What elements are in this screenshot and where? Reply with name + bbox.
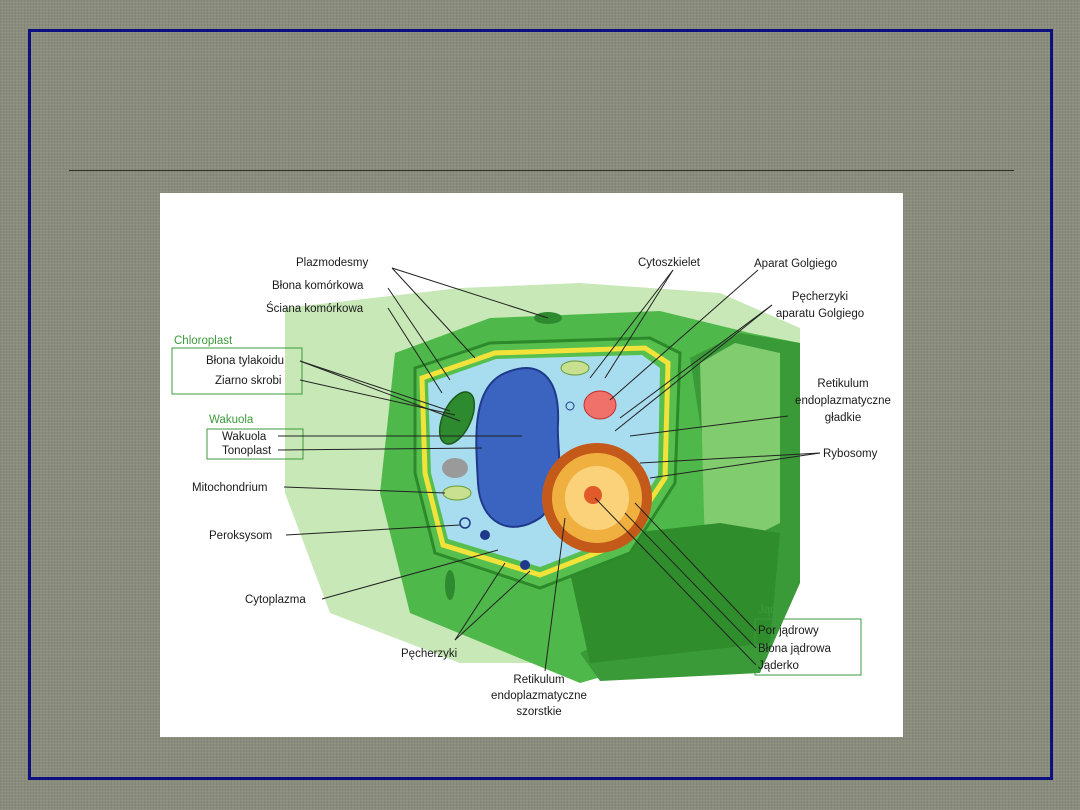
- label-cytoplazma: Cytoplazma: [245, 594, 306, 606]
- starch-grain: [442, 458, 468, 478]
- label-mitochondrium: Mitochondrium: [192, 482, 267, 494]
- label-retikulum-szorstkie-2: endoplazmatyczne: [491, 690, 587, 702]
- label-retikulum-gladkie-1: Retikulum: [817, 378, 868, 390]
- label-wakuola: Wakuola: [222, 431, 267, 443]
- label-sciana-komorkowa: Ściana komórkowa: [266, 302, 364, 315]
- label-retikulum-gladkie-2: endoplazmatyczne: [795, 395, 891, 407]
- mitochondrion: [442, 485, 472, 501]
- chloroplast-small: [445, 570, 455, 600]
- label-plazmodesmy: Plazmodesmy: [296, 257, 368, 269]
- label-blona-komorkowa: Błona komórkowa: [272, 280, 364, 292]
- vesicle-2: [520, 560, 530, 570]
- label-jadro-group: Jądro: [758, 604, 787, 616]
- nucleolus: [584, 486, 602, 504]
- leader-lines: [277, 267, 821, 672]
- plant-cell-diagram: Plazmodesmy Błona komórkowa Ściana komór…: [160, 193, 903, 737]
- label-peroksysom: Peroksysom: [209, 530, 272, 542]
- label-retikulum-szorstkie-3: szorstkie: [516, 706, 561, 718]
- cell-wall-lower: [570, 523, 780, 663]
- vesicle: [480, 530, 490, 540]
- label-jaderko: Jąderko: [758, 660, 799, 672]
- plant-cell-svg: Plazmodesmy Błona komórkowa Ściana komór…: [171, 257, 891, 718]
- label-chloroplast-group: Chloroplast: [174, 335, 233, 347]
- label-pecherzyki-golgi-2: aparatu Golgiego: [776, 308, 864, 320]
- label-blona-tylakoidu: Błona tylakoidu: [206, 355, 284, 367]
- cell-wall-side-highlight: [700, 343, 780, 563]
- vacuole-group-box: [206, 428, 304, 460]
- peroxisome: [459, 517, 471, 529]
- label-retikulum-szorstkie-1: Retikulum: [513, 674, 564, 686]
- label-wakuola-group: Wakuola: [209, 414, 254, 426]
- label-aparat-golgiego: Aparat Golgiego: [754, 258, 837, 270]
- label-blona-jadrowa: Błona jądrowa: [758, 643, 831, 655]
- label-ziarno-skrobi: Ziarno skrobi: [215, 375, 281, 387]
- mitochondrion-2: [560, 360, 590, 376]
- label-pecherzyki-golgi-1: Pęcherzyki: [792, 291, 848, 303]
- label-retikulum-gladkie-3: gładkie: [825, 412, 861, 424]
- chloroplast-group-box: [171, 347, 303, 395]
- label-rybosomy: Rybosomy: [823, 448, 878, 460]
- slide-frame: [28, 29, 1053, 780]
- label-tonoplast: Tonoplast: [222, 445, 272, 457]
- vacuole: [475, 367, 561, 528]
- title-divider-line: [69, 170, 1014, 171]
- vesicle-3: [565, 401, 575, 411]
- label-por-jadrowy: Por jądrowy: [758, 625, 819, 637]
- golgi-apparatus: [583, 390, 617, 420]
- label-pecherzyki: Pęcherzyki: [401, 648, 457, 660]
- label-cytoszkielet: Cytoszkielet: [638, 257, 701, 269]
